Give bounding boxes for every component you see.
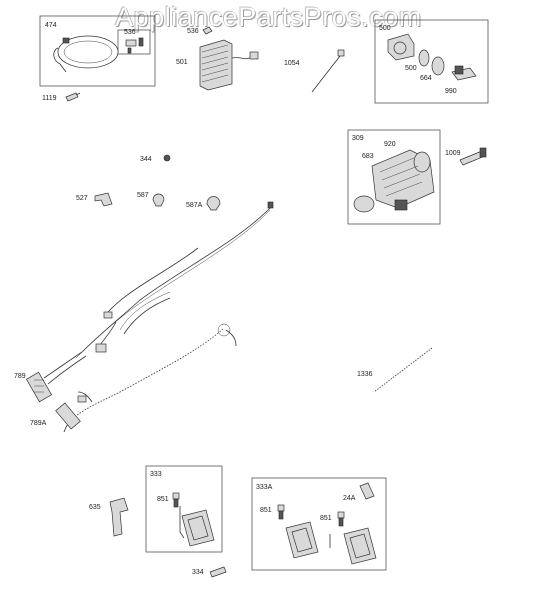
label-344: 344 <box>140 156 152 163</box>
label-switch-box: 500 <box>379 25 391 32</box>
label-683: 683 <box>362 153 374 160</box>
clip-587A[interactable]: 587A <box>186 196 221 211</box>
label-851-a: 851 <box>157 496 169 503</box>
cap-635[interactable]: 635 <box>89 497 129 537</box>
label-24A: 24A <box>343 495 356 502</box>
bolt-1009[interactable]: 1009 <box>445 147 487 166</box>
assembly-333A[interactable]: 333A 24A 851 851 <box>251 477 387 571</box>
label-789A: 789A <box>30 420 47 427</box>
label-990: 990 <box>445 88 457 95</box>
label-851-c: 851 <box>320 515 332 522</box>
assembly-333[interactable]: 333 851 <box>145 465 223 553</box>
label-334: 334 <box>192 569 204 576</box>
label-587: 587 <box>137 192 149 199</box>
label-1054: 1054 <box>284 60 300 67</box>
label-635: 635 <box>89 504 101 511</box>
label-333: 333 <box>150 471 162 478</box>
clip-527[interactable]: 527 <box>76 192 113 207</box>
starter-309[interactable]: 309 920 683 <box>347 129 441 225</box>
clip-536-top[interactable]: 536 <box>187 26 213 35</box>
label-333A: 333A <box>256 484 273 491</box>
bolt-1119[interactable]: 1119 <box>42 92 81 102</box>
label-536-b: 536 <box>187 28 199 35</box>
label-536: 536 <box>124 29 136 36</box>
label-1119: 1119 <box>42 95 57 102</box>
clip-587[interactable]: 587 <box>137 192 165 207</box>
regulator-501[interactable]: 501 <box>176 39 259 91</box>
wire-harness-789A[interactable]: 789A <box>30 323 237 433</box>
label-500: 500 <box>405 65 417 72</box>
label-501: 501 <box>176 59 188 66</box>
conduit-1336[interactable]: 1336 <box>357 346 434 394</box>
assembly-474[interactable]: 474 <box>39 15 156 87</box>
label-1336: 1336 <box>357 371 373 378</box>
label-587A: 587A <box>186 202 203 209</box>
label-664: 664 <box>420 75 432 82</box>
label-309: 309 <box>352 135 364 142</box>
key-switch-assembly[interactable]: 500 500 664 990 <box>374 19 489 104</box>
label-920: 920 <box>384 141 396 148</box>
label-527: 527 <box>76 195 88 202</box>
label-474: 474 <box>45 22 57 29</box>
label-789: 789 <box>14 373 26 380</box>
cable-tie-1054[interactable]: 1054 <box>284 49 345 93</box>
watermark: AppliancePartsPros.com <box>115 2 422 32</box>
wire-harness-789[interactable]: 789 <box>14 201 274 403</box>
screw-344[interactable]: 344 <box>140 154 171 163</box>
screw-334[interactable]: 334 <box>192 566 227 578</box>
label-1009: 1009 <box>445 150 461 157</box>
label-851-b: 851 <box>260 507 272 514</box>
